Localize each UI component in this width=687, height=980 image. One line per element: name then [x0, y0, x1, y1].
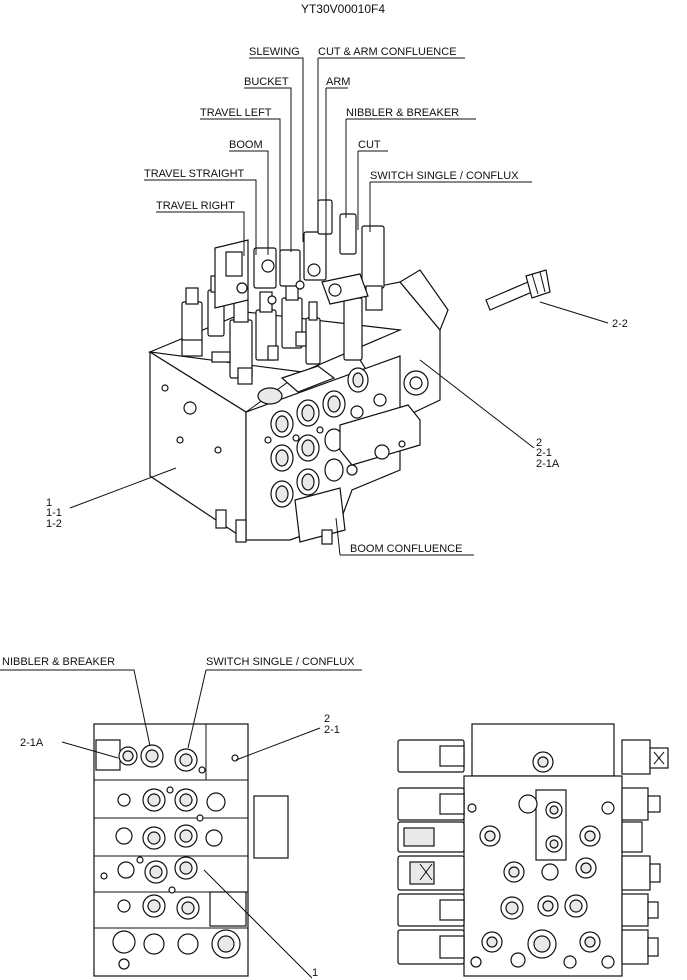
- top-leader-lines: [69, 57, 609, 556]
- side-view-left-spools: [397, 739, 465, 965]
- callout-bucket: BUCKET: [244, 76, 289, 88]
- callout-nibbler-breaker: NIBBLER & BREAKER: [346, 107, 459, 119]
- callout-boom-confluence: BOOM CONFLUENCE: [350, 543, 462, 555]
- ref-bolt: 2-2: [612, 318, 628, 330]
- front-view-ports: [100, 744, 241, 970]
- front-callout-nibbler-breaker: NIBBLER & BREAKER: [2, 656, 115, 668]
- callout-travel-right: TRAVEL RIGHT: [156, 200, 235, 212]
- side-view-ports: [467, 794, 615, 969]
- ref-valve-2-1a: 2-1A: [536, 458, 560, 470]
- callout-travel-straight: TRAVEL STRAIGHT: [144, 168, 245, 180]
- callout-travel-left: TRAVEL LEFT: [200, 107, 272, 119]
- front-ref-2: 2: [324, 713, 330, 725]
- front-view-valve: NIBBLER & BREAKER SWITCH SINGLE / CONFLU…: [0, 656, 362, 979]
- callout-boom: BOOM: [229, 139, 263, 151]
- spool-caps: [181, 199, 385, 385]
- front-view-side-block: [253, 795, 289, 859]
- tie-bolt: [485, 269, 551, 311]
- front-ref-1: 1: [312, 967, 318, 979]
- callout-switch-single-conflux: SWITCH SINGLE / CONFLUX: [370, 170, 519, 182]
- front-ref-2-1a: 2-1A: [20, 737, 44, 749]
- ref-body-1-1: 1-1: [46, 507, 62, 519]
- ref-valve-2: 2: [536, 437, 542, 449]
- front-callout-switch-single-conflux: SWITCH SINGLE / CONFLUX: [206, 656, 355, 668]
- callout-slewing: SLEWING: [249, 46, 300, 58]
- ref-body-1-2: 1-2: [46, 518, 62, 530]
- isometric-valve-assembly: SLEWING CUT & ARM CONFLUENCE BUCKET ARM …: [46, 46, 628, 556]
- callout-arm: ARM: [326, 76, 350, 88]
- callout-cut-arm-confluence: CUT & ARM CONFLUENCE: [318, 46, 457, 58]
- front-ports: [264, 367, 387, 508]
- side-view-right-spools: [621, 739, 669, 965]
- main-body-left: [149, 350, 247, 542]
- ref-body-1: 1: [46, 497, 52, 509]
- ref-valve-2-1: 2-1: [536, 447, 552, 459]
- front-ref-2-1: 2-1: [324, 724, 340, 736]
- side-view-valve: [397, 723, 669, 977]
- callout-cut: CUT: [358, 139, 381, 151]
- drawing-id: YT30V00010F4: [301, 2, 385, 16]
- boom-confluence-block: [339, 404, 421, 466]
